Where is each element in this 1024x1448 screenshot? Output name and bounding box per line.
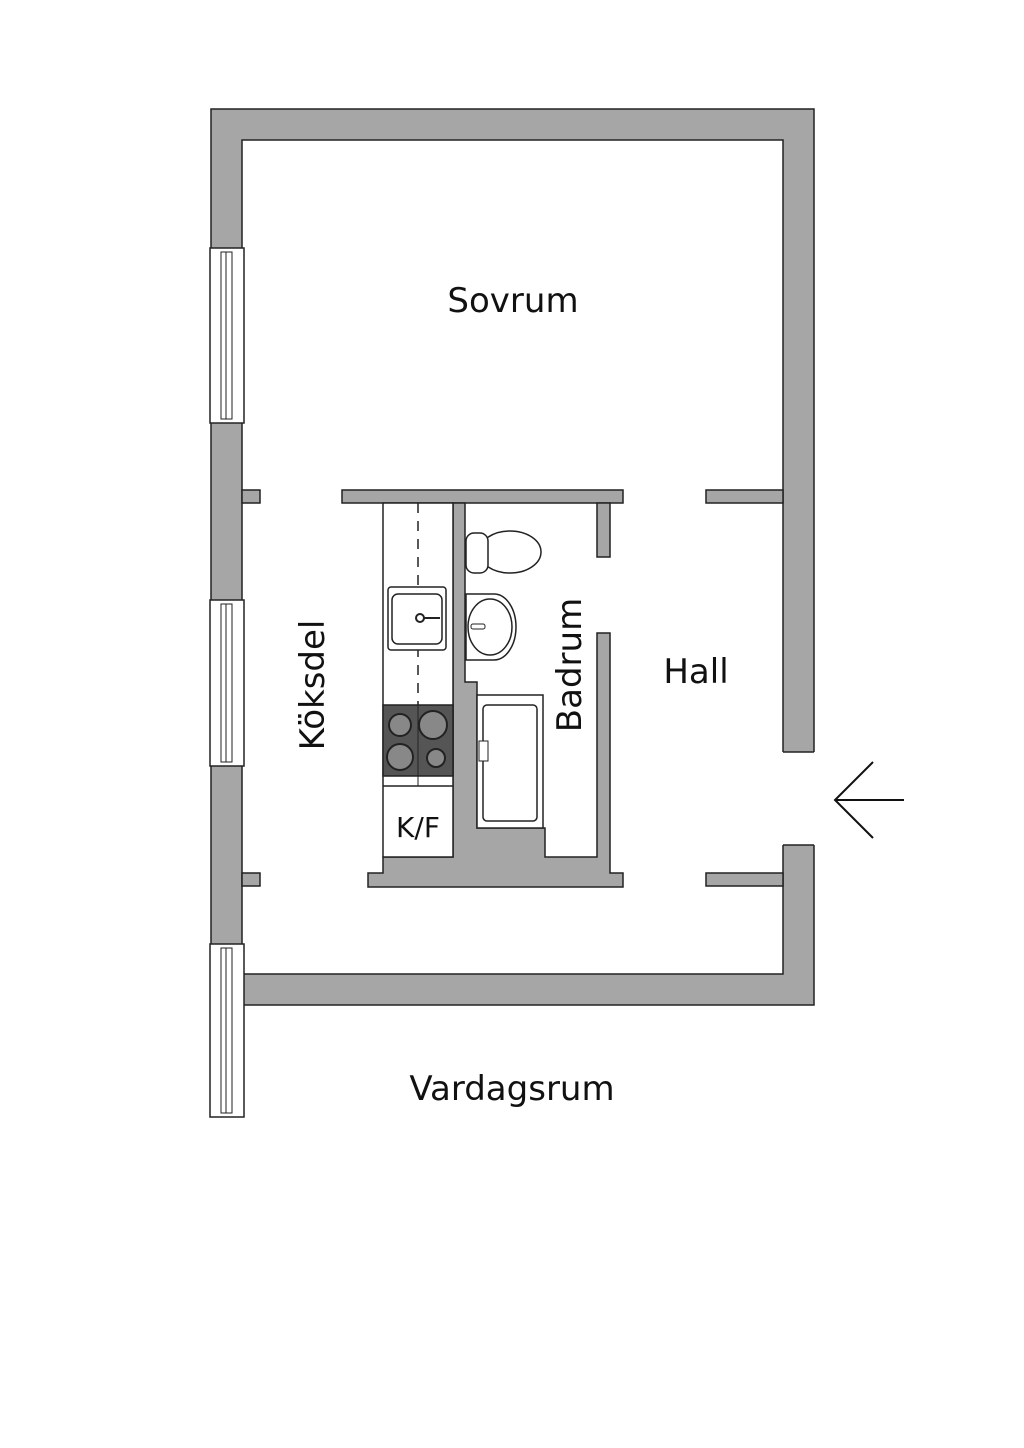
room-label-sovrum: Sovrum <box>447 281 578 321</box>
interior-walls <box>241 489 784 888</box>
room-label-koksdel: Köksdel <box>293 620 333 751</box>
arrow-left-icon <box>833 761 904 839</box>
toilet-icon <box>465 530 542 574</box>
kitchen-counter <box>382 502 454 858</box>
room-label-hall: Hall <box>663 652 728 692</box>
bathtub-icon <box>476 694 544 829</box>
window-2 <box>209 599 245 767</box>
washbasin-icon <box>465 593 517 661</box>
window-1 <box>209 247 245 424</box>
entrance-opening <box>782 752 816 845</box>
label-fridge-freezer: K/F <box>396 811 440 844</box>
room-label-vardagsrum: Vardagsrum <box>409 1069 614 1109</box>
window-3 <box>209 943 245 1118</box>
stove-icon <box>382 704 454 786</box>
room-label-badrum: Badrum <box>550 598 590 732</box>
